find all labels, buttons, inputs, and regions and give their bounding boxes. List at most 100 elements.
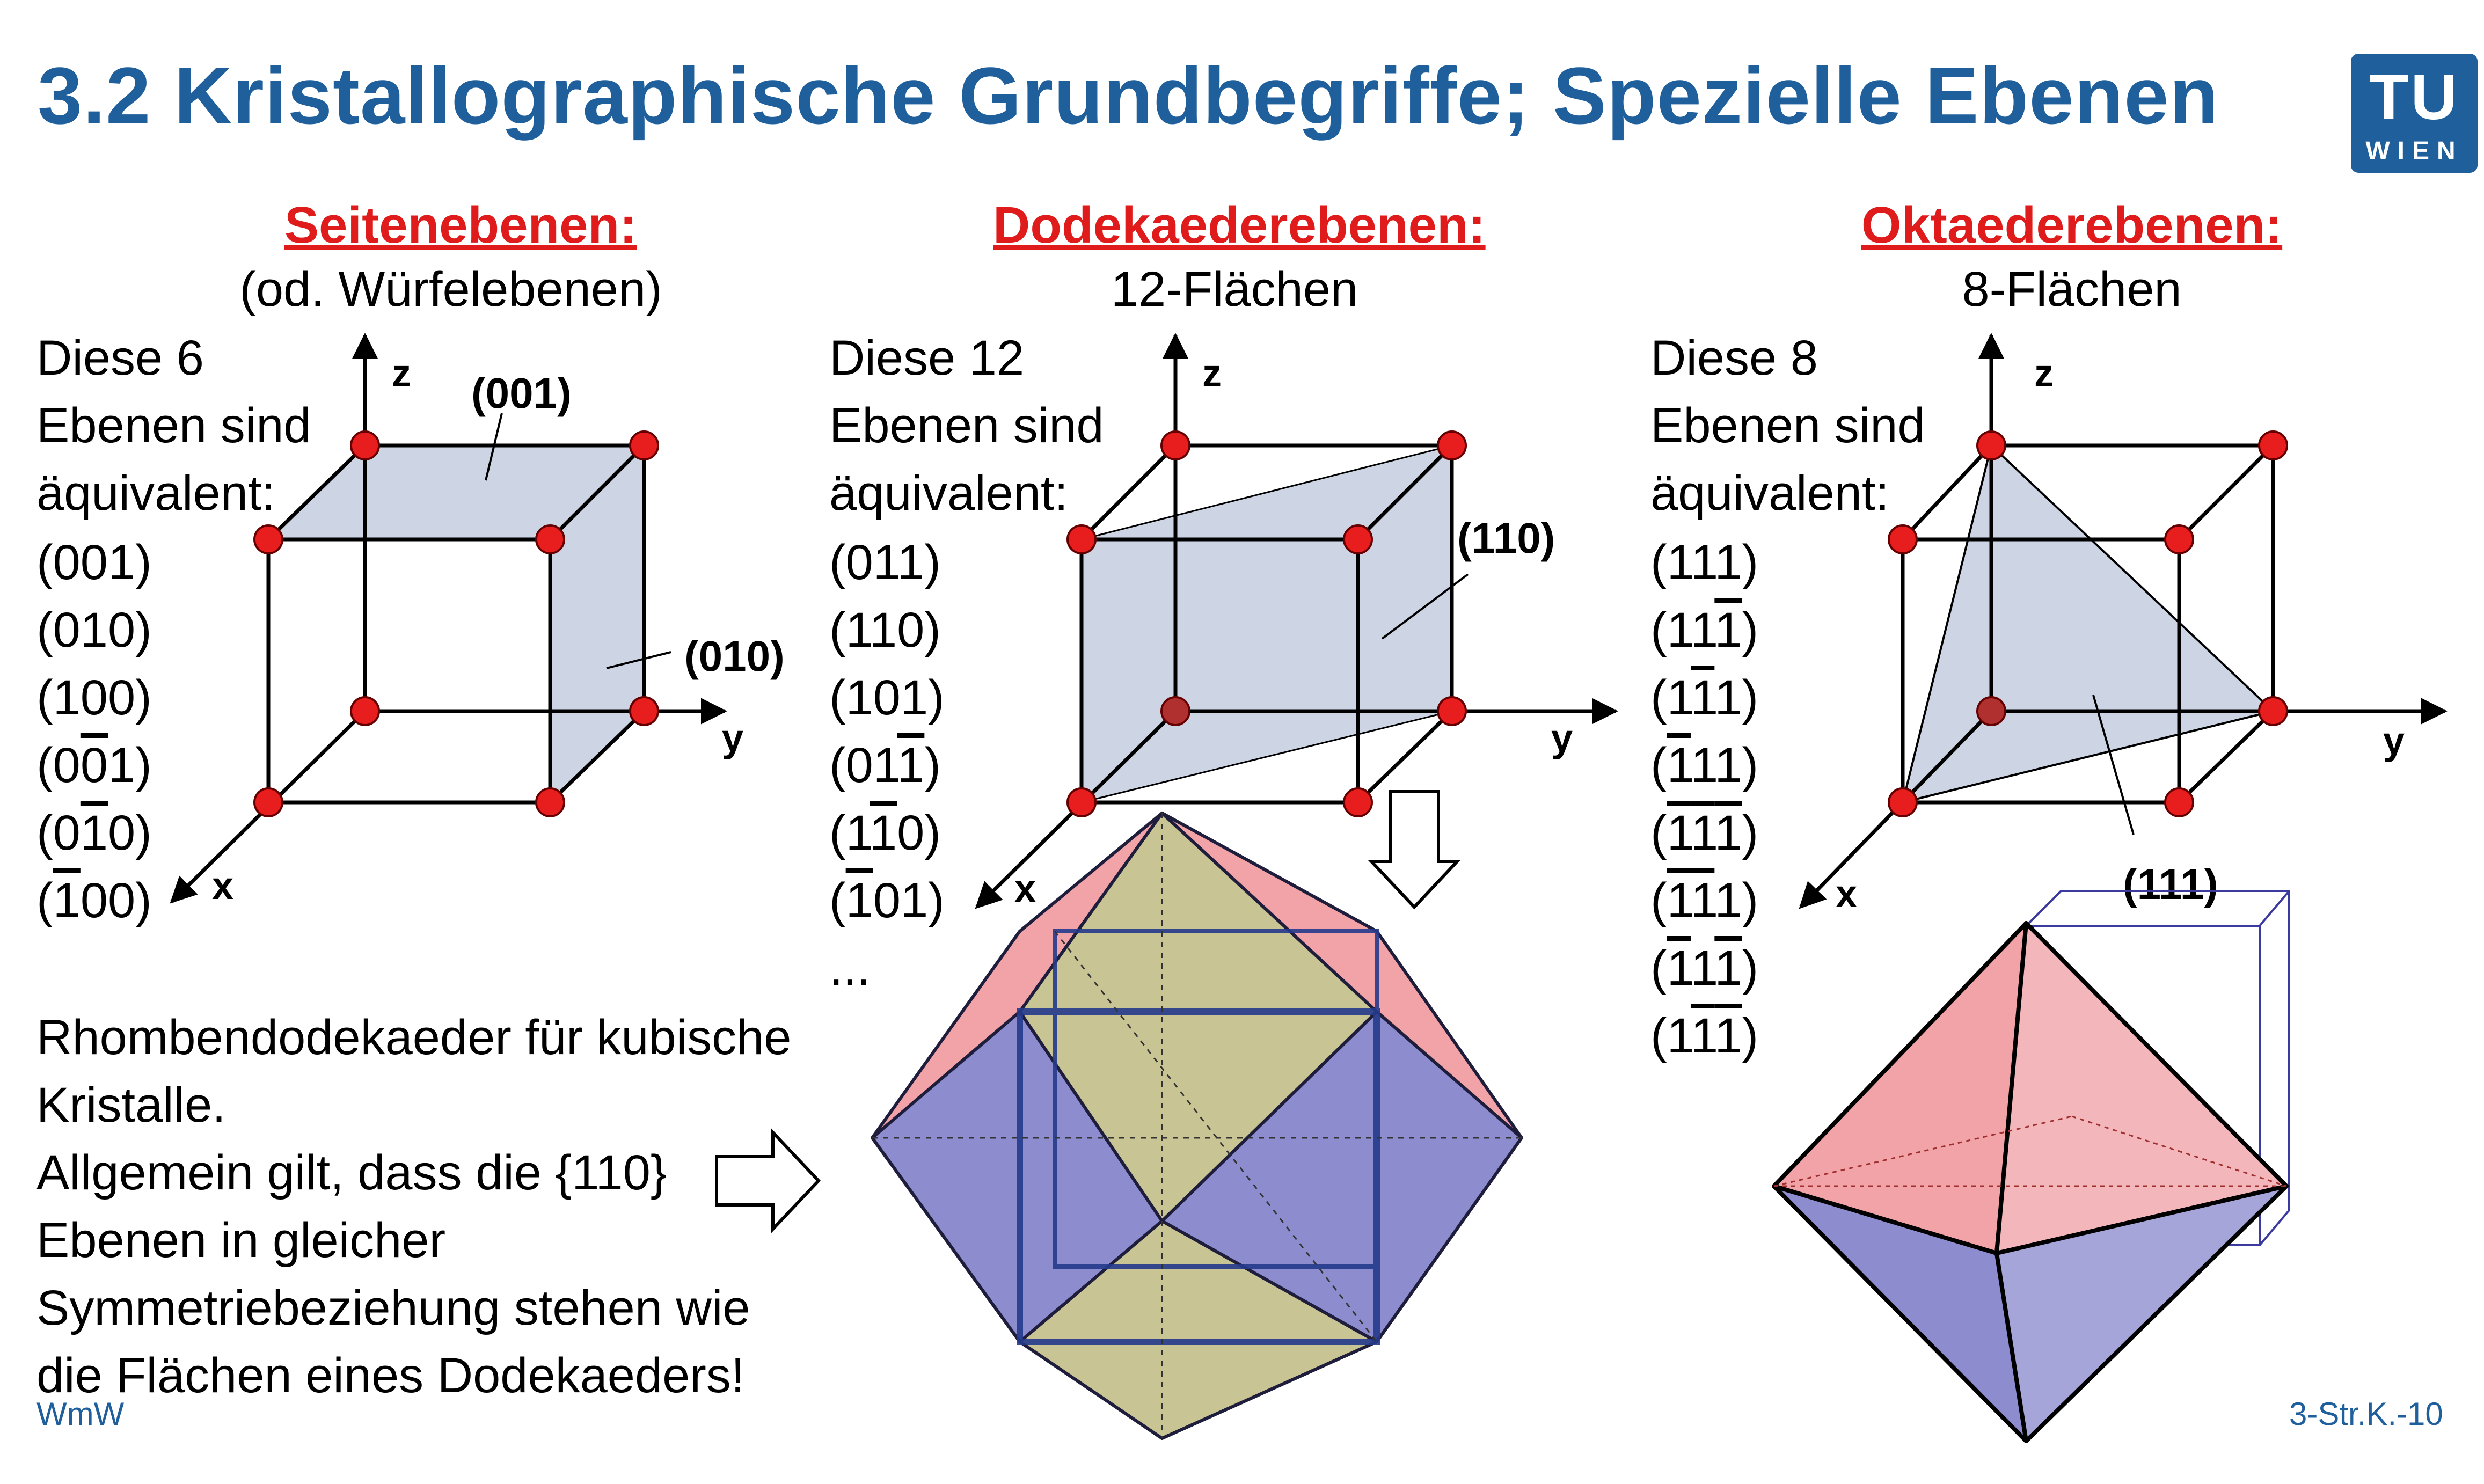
plane-index: (111) (1650, 603, 1759, 657)
plane-index: (111) (1650, 806, 1759, 860)
vertex (1160, 696, 1190, 726)
axis-label-y: y (2383, 720, 2405, 763)
axis-label-z: z (2034, 352, 2054, 395)
plane-index: (101) (829, 670, 945, 725)
down-arrow-icon (1368, 790, 1461, 910)
axis-label-x: x (1014, 867, 1036, 910)
plane-index: (111) (1650, 535, 1759, 590)
intro-line: Ebenen sind (829, 398, 1104, 454)
rd-cube-back (1053, 929, 1379, 1269)
vertex-markers (1888, 430, 2288, 817)
vertex (1888, 524, 1918, 554)
plane-index: (111) (1650, 873, 1759, 928)
intro-seitenebenen: Diese 6 Ebenen sind äquivalent: (36, 324, 311, 527)
logo-wien-text: WIEN (2365, 137, 2463, 165)
cube-edge (1080, 444, 1177, 541)
rd-hidden-edge (1054, 931, 1378, 1342)
vertex (2258, 696, 2288, 726)
plane-index: (110) (829, 603, 941, 657)
octa-face-blue (1994, 1184, 2289, 1443)
paragraph-line: Kristalle. (36, 1078, 226, 1133)
vertex (1437, 430, 1467, 460)
dodecahedron-paragraph: Rhombendodekaeder für kubische Kristalle… (36, 1004, 791, 1409)
subheading-wuerfelebenen: (od. Würfelebenen) (239, 262, 662, 317)
plane-001-face (268, 445, 644, 539)
plane-index: (100) (36, 670, 152, 725)
cube-edge (549, 710, 646, 804)
vertex (629, 696, 659, 726)
vertex (1976, 430, 2006, 460)
label-001: (001) (471, 369, 572, 417)
vertex (2258, 430, 2288, 460)
axis-label-y: y (1551, 717, 1573, 760)
plane-index: (111) (1650, 670, 1759, 725)
page-title: 3.2 Kristallographische Grundbegriffe; S… (38, 50, 2219, 141)
heading-dodekaederebenen: Dodekaederebenen: (993, 196, 1486, 254)
plane-010-face (550, 445, 644, 802)
cube-edge (1901, 444, 1993, 541)
paragraph-line: Ebenen in gleicher (36, 1213, 446, 1268)
planes-list-seitenebenen: (001) (010) (100) (001) (010) (100) (36, 529, 152, 934)
vertex (350, 696, 380, 726)
planes-list-dodekaederebenen: (011) (110) (101) (011) (110) (101) ... (829, 529, 945, 1002)
octa-frame-edge (2259, 890, 2290, 927)
footer-right: 3-Str.K.-10 (2289, 1396, 2443, 1432)
tu-wien-logo: TU WIEN (2351, 54, 2478, 173)
vertex (1888, 787, 1918, 817)
plane-index: (001) (36, 535, 152, 590)
plane-index: (110) (829, 806, 941, 860)
vertex (535, 524, 565, 554)
paragraph-line: Symmetriebeziehung stehen wie (36, 1281, 750, 1336)
paragraph-line: Rhombendodekaeder für kubische (36, 1010, 792, 1065)
vertex (2164, 524, 2194, 554)
leader-111 (2092, 695, 2135, 835)
label-110: (110) (1457, 514, 1555, 562)
intro-line: Diese 6 (36, 331, 204, 385)
plane-index: (010) (36, 603, 152, 657)
vertex (253, 524, 283, 554)
vertex-markers (253, 430, 659, 817)
cube-edge (1356, 710, 1453, 804)
vertex (253, 787, 283, 817)
intro-line: Diese 12 (829, 331, 1025, 385)
intro-oktaederebenen: Diese 8 Ebenen sind äquivalent: (1650, 324, 1925, 527)
axis-label-x: x (212, 865, 233, 908)
intro-line: Diese 8 (1650, 331, 1818, 385)
leader-001 (485, 413, 503, 481)
vertex (1343, 787, 1373, 817)
vertex (1066, 787, 1097, 817)
cube-diagram-dodekaederebenen (975, 333, 1618, 909)
cube-edge (2178, 444, 2275, 541)
intro-line: Ebenen sind (36, 398, 311, 454)
logo-tu-text: TU (2369, 61, 2459, 133)
plane-index: (111) (1650, 738, 1759, 793)
rd-inner-cube (1017, 929, 1380, 1345)
label-111: (111) (2123, 860, 2218, 908)
intro-dodekaederebenen: Diese 12 Ebenen sind äquivalent: (829, 324, 1104, 527)
heading-oktaederebenen: Oktaederebenen: (1861, 196, 2283, 254)
cube-diagram-seitenebenen (170, 333, 727, 904)
vertex (1437, 696, 1467, 726)
intro-line: äquivalent: (829, 466, 1068, 521)
octa-hidden-edges (1773, 1115, 2287, 1187)
plane-index: (111) (1650, 941, 1759, 996)
intro-line: äquivalent: (36, 466, 275, 521)
rd-hidden-edges (872, 813, 1522, 1438)
vertex (1976, 696, 2006, 726)
axis-label-z: z (392, 352, 411, 395)
vertex (535, 787, 565, 817)
paragraph-line: Allgemein gilt, dass die {110} (36, 1145, 667, 1201)
octahedron (1772, 890, 2290, 1443)
label-010: (010) (684, 632, 785, 680)
plane-index: (001) (36, 738, 152, 793)
plane-index: (111) (1650, 1008, 1759, 1063)
vertex-markers (1066, 430, 1467, 817)
planes-list-oktaederebenen: (111) (111) (111) (111) (111) (111) (111… (1650, 529, 1758, 1070)
vertex (1160, 430, 1190, 460)
vertex (350, 430, 380, 460)
axis-label-y: y (722, 717, 743, 760)
cube-edge (2178, 710, 2275, 804)
cube-edge (267, 444, 367, 541)
plane-index: (101) (829, 873, 945, 928)
